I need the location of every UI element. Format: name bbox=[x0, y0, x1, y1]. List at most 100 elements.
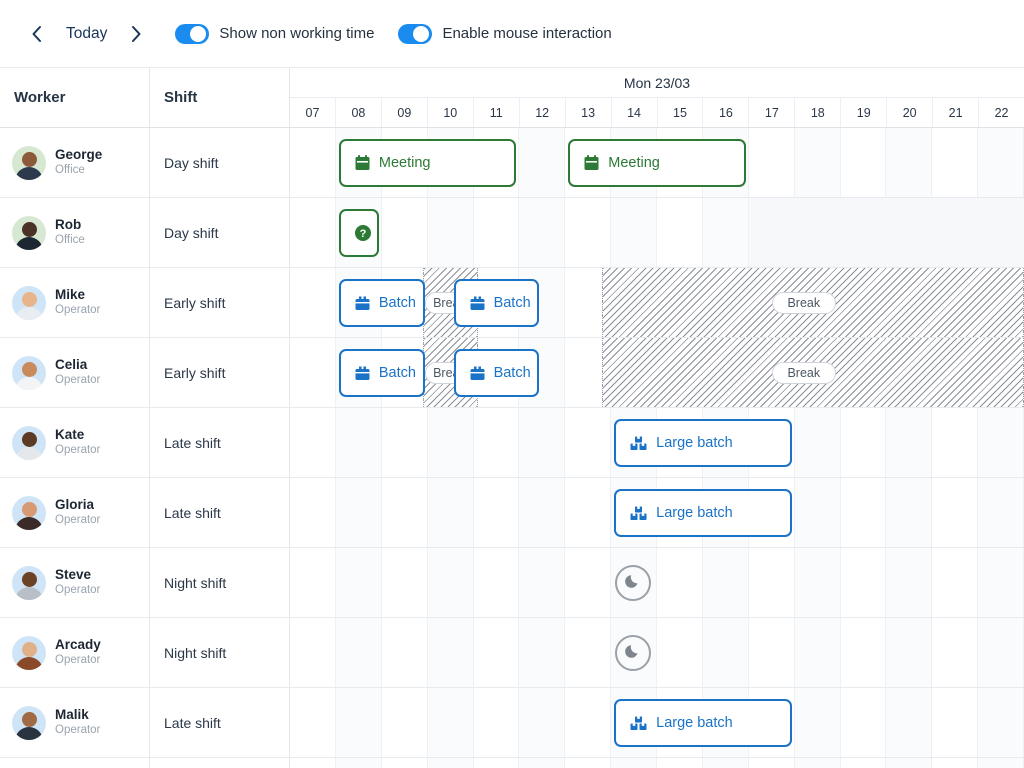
timeline-column-10[interactable] bbox=[427, 618, 474, 687]
task-bar[interactable]: Batch bbox=[453, 349, 540, 397]
timeline-column-08[interactable] bbox=[335, 478, 382, 547]
timeline-cell[interactable]: Large batch bbox=[290, 478, 1024, 547]
task-bar[interactable]: ?Introduction bbox=[338, 209, 379, 257]
timeline-column-21[interactable] bbox=[932, 618, 979, 687]
timeline-column-18[interactable] bbox=[794, 408, 841, 477]
timeline-cell[interactable] bbox=[290, 548, 1024, 617]
timeline-column-20[interactable] bbox=[886, 688, 933, 757]
timeline-column-11[interactable] bbox=[474, 758, 520, 768]
timeline-column-19[interactable] bbox=[841, 618, 887, 687]
timeline-column-12[interactable] bbox=[519, 758, 566, 768]
timeline-column-19[interactable] bbox=[841, 128, 887, 197]
task-bar[interactable]: Large batch bbox=[614, 699, 792, 747]
timeline-column-11[interactable] bbox=[474, 128, 520, 197]
timeline-column-09[interactable] bbox=[382, 548, 428, 617]
timeline-column-17[interactable] bbox=[749, 128, 795, 197]
timeline-cell[interactable] bbox=[290, 758, 1024, 768]
timeline-column-19[interactable] bbox=[841, 688, 887, 757]
timeline-column-14[interactable] bbox=[611, 268, 657, 337]
timeline-column-21[interactable] bbox=[932, 128, 979, 197]
timeline-column-15[interactable] bbox=[657, 338, 703, 407]
worker-cell[interactable] bbox=[0, 758, 150, 768]
timeline-column-19[interactable] bbox=[841, 338, 887, 407]
timeline-column-21[interactable] bbox=[932, 338, 979, 407]
timeline-column-13[interactable] bbox=[565, 548, 612, 617]
timeline-column-21[interactable] bbox=[932, 268, 979, 337]
task-bar[interactable]: Large batch bbox=[614, 419, 792, 467]
timeline-column-07[interactable] bbox=[290, 618, 336, 687]
timeline-column-20[interactable] bbox=[886, 338, 933, 407]
timeline-column-08[interactable] bbox=[335, 688, 382, 757]
timeline-column-11[interactable] bbox=[474, 408, 520, 477]
timeline-column-09[interactable] bbox=[382, 688, 428, 757]
timeline-column-18[interactable] bbox=[794, 688, 841, 757]
timeline-column-17[interactable] bbox=[749, 548, 795, 617]
timeline-column-18[interactable] bbox=[794, 758, 841, 768]
toggle-enable-mouse-interaction[interactable]: Enable mouse interaction bbox=[398, 23, 612, 44]
timeline-column-17[interactable] bbox=[749, 758, 795, 768]
timeline-column-17[interactable] bbox=[749, 408, 795, 477]
timeline-column-22[interactable] bbox=[978, 338, 1024, 407]
timeline-column-20[interactable] bbox=[886, 128, 933, 197]
timeline-column-20[interactable] bbox=[886, 758, 933, 768]
timeline-column-20[interactable] bbox=[886, 618, 933, 687]
timeline-column-09[interactable] bbox=[382, 758, 428, 768]
timeline-column-07[interactable] bbox=[290, 128, 336, 197]
timeline-column-21[interactable] bbox=[932, 758, 979, 768]
timeline-column-14[interactable] bbox=[611, 338, 657, 407]
timeline-column-22[interactable] bbox=[978, 128, 1024, 197]
timeline-column-10[interactable] bbox=[427, 758, 474, 768]
timeline-column-19[interactable] bbox=[841, 548, 887, 617]
task-bar[interactable]: Meeting bbox=[568, 139, 746, 187]
timeline-column-10[interactable] bbox=[427, 688, 474, 757]
timeline-column-21[interactable] bbox=[932, 408, 979, 477]
timeline-column-11[interactable] bbox=[474, 618, 520, 687]
task-bar[interactable]: Batch bbox=[338, 279, 425, 327]
timeline-column-22[interactable] bbox=[978, 688, 1024, 757]
timeline-column-22[interactable] bbox=[978, 618, 1024, 687]
timeline-column-13[interactable] bbox=[565, 268, 612, 337]
timeline-column-14[interactable] bbox=[611, 758, 657, 768]
break-pill[interactable]: Break bbox=[771, 362, 836, 384]
timeline-column-13[interactable] bbox=[565, 618, 612, 687]
timeline-column-13[interactable] bbox=[565, 198, 612, 267]
timeline-column-16[interactable] bbox=[702, 548, 749, 617]
timeline-cell[interactable]: Large batch bbox=[290, 688, 1024, 757]
timeline-column-10[interactable] bbox=[427, 408, 474, 477]
timeline-column-19[interactable] bbox=[841, 478, 887, 547]
timeline-column-12[interactable] bbox=[519, 478, 566, 547]
timeline-column-08[interactable] bbox=[335, 758, 382, 768]
night-shift-badge[interactable] bbox=[615, 635, 652, 671]
timeline-column-07[interactable] bbox=[290, 548, 336, 617]
timeline-column-07[interactable] bbox=[290, 338, 336, 407]
timeline-column-21[interactable] bbox=[932, 548, 979, 617]
timeline-cell[interactable]: Large batch bbox=[290, 408, 1024, 477]
timeline-column-18[interactable] bbox=[794, 618, 841, 687]
timeline-column-14[interactable] bbox=[611, 198, 657, 267]
chevron-left-icon[interactable] bbox=[22, 19, 52, 49]
timeline-column-18[interactable] bbox=[794, 548, 841, 617]
today-button[interactable]: Today bbox=[66, 24, 108, 42]
timeline-column-10[interactable] bbox=[427, 548, 474, 617]
timeline-column-08[interactable] bbox=[335, 618, 382, 687]
timeline-column-09[interactable] bbox=[382, 478, 428, 547]
timeline-column-21[interactable] bbox=[932, 688, 979, 757]
schedule-row-partial[interactable] bbox=[0, 758, 1024, 768]
timeline-column-15[interactable] bbox=[657, 618, 703, 687]
timeline-column-17[interactable] bbox=[749, 478, 795, 547]
timeline-column-11[interactable] bbox=[474, 198, 520, 267]
task-bar[interactable]: Large batch bbox=[614, 489, 792, 537]
timeline-column-15[interactable] bbox=[657, 198, 703, 267]
